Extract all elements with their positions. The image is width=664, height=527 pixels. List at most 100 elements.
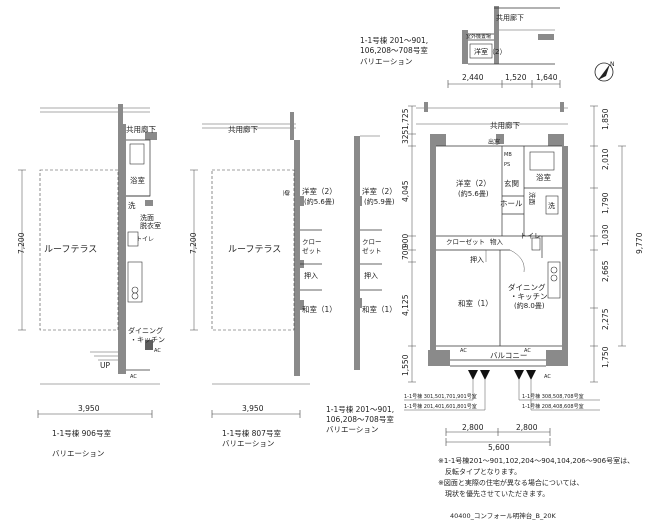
main-common-corridor: 共用廊下: [490, 120, 520, 130]
main-washitsu: 和室（1）: [458, 298, 493, 308]
main-dim-left-7: 1,550: [401, 354, 410, 376]
mid-dim-height: 7,200: [189, 232, 198, 254]
third-washitsu: 和室（1）: [362, 304, 397, 314]
main-washroom: 洗面: [528, 192, 537, 206]
main-dining-2: ・キッチン: [510, 292, 548, 301]
dim-top-3: 1,640: [536, 73, 558, 82]
main-dining-1: ダイニング: [508, 282, 546, 292]
main-mb: MB: [504, 152, 512, 158]
left-toilet: トイレ: [136, 236, 154, 243]
sun-marker-icons: [404, 370, 600, 411]
main-western2-area: (約5.6畳): [458, 189, 489, 198]
left-dining-2: ・キッチン: [130, 336, 165, 344]
note-line-3: ※図面と実際の住宅が異なる場合については、: [438, 479, 584, 487]
third-caption-2: 106,208～708号室: [326, 414, 394, 424]
main-entrance: 玄関: [504, 178, 519, 188]
third-western2-area: (約5.9畳): [364, 197, 395, 206]
left-variation-plan: 共用廊下 浴室 洗 洗面 脱衣室 トイレ ルーフテラス ダイニング ・キッチン …: [17, 104, 165, 458]
top-variation-plan: 共用廊下 室外機置場 洋室（2） 1-1号棟 201～901, 106,208～…: [360, 6, 561, 88]
top-western2: 洋室（2）: [474, 47, 506, 56]
mid-oshiire: 押入: [304, 271, 318, 280]
mid-western2: 洋室（2）: [302, 186, 337, 196]
main-dim-left-4: 900: [401, 233, 410, 248]
main-dim-right-7: 1,750: [601, 346, 610, 368]
top-variation-caption-1: 1-1号棟 201～901,: [360, 35, 428, 45]
left-caption-2: バリエーション: [52, 449, 104, 458]
note-line-1: ※1-1号棟201～901,102,204～904,104,206～906号室は…: [438, 457, 635, 465]
sun-label-3: 1-1号棟 308,508,708号室: [522, 393, 584, 400]
mid-dim-width: 3,950: [242, 404, 264, 413]
mid-caption-2: バリエーション: [222, 439, 274, 448]
third-variation-plan: 洋室（2） (約5.9畳) クロー ゼット 押入 和室（1） 1-1号棟 201…: [326, 135, 397, 434]
main-balcony: バルコニー: [490, 351, 527, 360]
left-wash: 洗: [128, 200, 136, 210]
mid-common-corridor: 共用廊下: [228, 124, 258, 134]
mid-closet-b: ゼット: [302, 246, 322, 255]
third-western2: 洋室（2）: [362, 186, 397, 196]
main-dim-right-2: 2,010: [601, 148, 610, 170]
main-dim-right-5: 2,665: [601, 260, 610, 282]
left-up: UP: [100, 361, 110, 370]
main-dim-right-total: 9,770: [635, 232, 644, 254]
top-common-corridor: 共用廊下: [496, 13, 524, 22]
main-dim-right-3: 1,790: [601, 192, 610, 214]
mid-closet-a: クロー: [302, 238, 322, 246]
left-washroom-2: 脱衣室: [140, 221, 161, 230]
note-line-2: 反転タイプとなります。: [438, 468, 522, 476]
mid-kabe: 壁: [282, 190, 290, 196]
main-bath: 浴室: [536, 172, 551, 182]
mid-roof-terrace: ルーフテラス: [228, 244, 281, 255]
main-dim-right-1: 1,850: [601, 108, 610, 130]
note-line-4: 現状を優先させていただきます。: [438, 490, 550, 498]
mid-western2-area: (約5.6畳): [304, 197, 335, 206]
main-closet: クローゼット: [446, 237, 485, 246]
sun-label-4: 1-1号棟 208,408,608号室: [522, 403, 584, 410]
third-caption-1: 1-1号棟 201～901,: [326, 404, 394, 414]
main-shoes: 出窓: [488, 138, 500, 146]
left-dim-height: 7,200: [17, 232, 26, 254]
main-oshiire: 押入: [470, 255, 484, 264]
left-bath: 浴室: [130, 175, 145, 185]
notes-block: ※1-1号棟201～901,102,204～904,104,206～906号室は…: [438, 456, 634, 500]
mid-caption-1: 1-1号棟 807号室: [222, 428, 281, 438]
top-variation-caption-2: 106,208～708号室: [360, 45, 428, 55]
main-dim-right-4: 1,030: [601, 224, 610, 246]
footer-code: 40400_コンフォール明神台_B_20K: [450, 512, 556, 520]
main-ac: AC: [524, 348, 531, 354]
main-wash: 洗: [548, 201, 555, 210]
left-washroom-1: 洗面: [140, 213, 154, 222]
left-roof-terrace: ルーフテラス: [44, 244, 97, 255]
main-dining-area: (約8.0畳): [514, 301, 545, 310]
left-caption-1: 1-1号棟 906号室: [52, 428, 111, 438]
main-ac-2: AC: [460, 348, 467, 354]
main-storage: 物入: [490, 237, 504, 246]
dim-top-2: 1,520: [505, 73, 527, 82]
main-dim-left-3: 4,045: [401, 180, 410, 202]
left-ac: AC: [154, 348, 161, 354]
top-ext-equipment: 室外機置場: [466, 33, 491, 40]
third-closet-a: クロー: [362, 238, 382, 246]
main-dim-left-5: 700: [401, 245, 410, 260]
main-dim-bottom-2: 2,800: [516, 423, 538, 432]
main-hall: ホール: [500, 199, 523, 208]
sun-label-1: 1-1号棟 301,501,701,901号室: [404, 393, 477, 400]
compass-label: N: [610, 61, 615, 68]
sun-label-2: 1-1号棟 201,401,601,801号室: [404, 403, 477, 410]
left-common-corridor: 共用廊下: [126, 124, 156, 134]
main-dim-left-1: 1,725: [401, 108, 410, 130]
main-plan: 共用廊下 出窓 MB PS 浴室 洗 洗面 玄関 ホール 洋室（2） (約5.6…: [401, 102, 644, 452]
third-closet-b: ゼット: [362, 246, 382, 255]
middle-variation-plan: 共用廊下 壁 洋室（2） (約5.6畳) クロー ゼット 押入 ルーフテラス 和…: [189, 112, 337, 448]
left-dim-width: 3,950: [78, 404, 100, 413]
dim-top-1: 2,440: [462, 73, 484, 82]
main-dim-left-2: 325: [401, 129, 410, 144]
main-ac-3: AC: [544, 374, 551, 380]
compass-icon: N: [594, 61, 615, 82]
main-ps: PS: [504, 162, 510, 168]
third-caption-3: バリエーション: [326, 425, 378, 434]
main-dim-left-6: 4,125: [401, 294, 410, 316]
left-ac-2: AC: [130, 374, 137, 380]
third-oshiire: 押入: [364, 271, 378, 280]
main-toilet: トイレ: [520, 232, 541, 240]
